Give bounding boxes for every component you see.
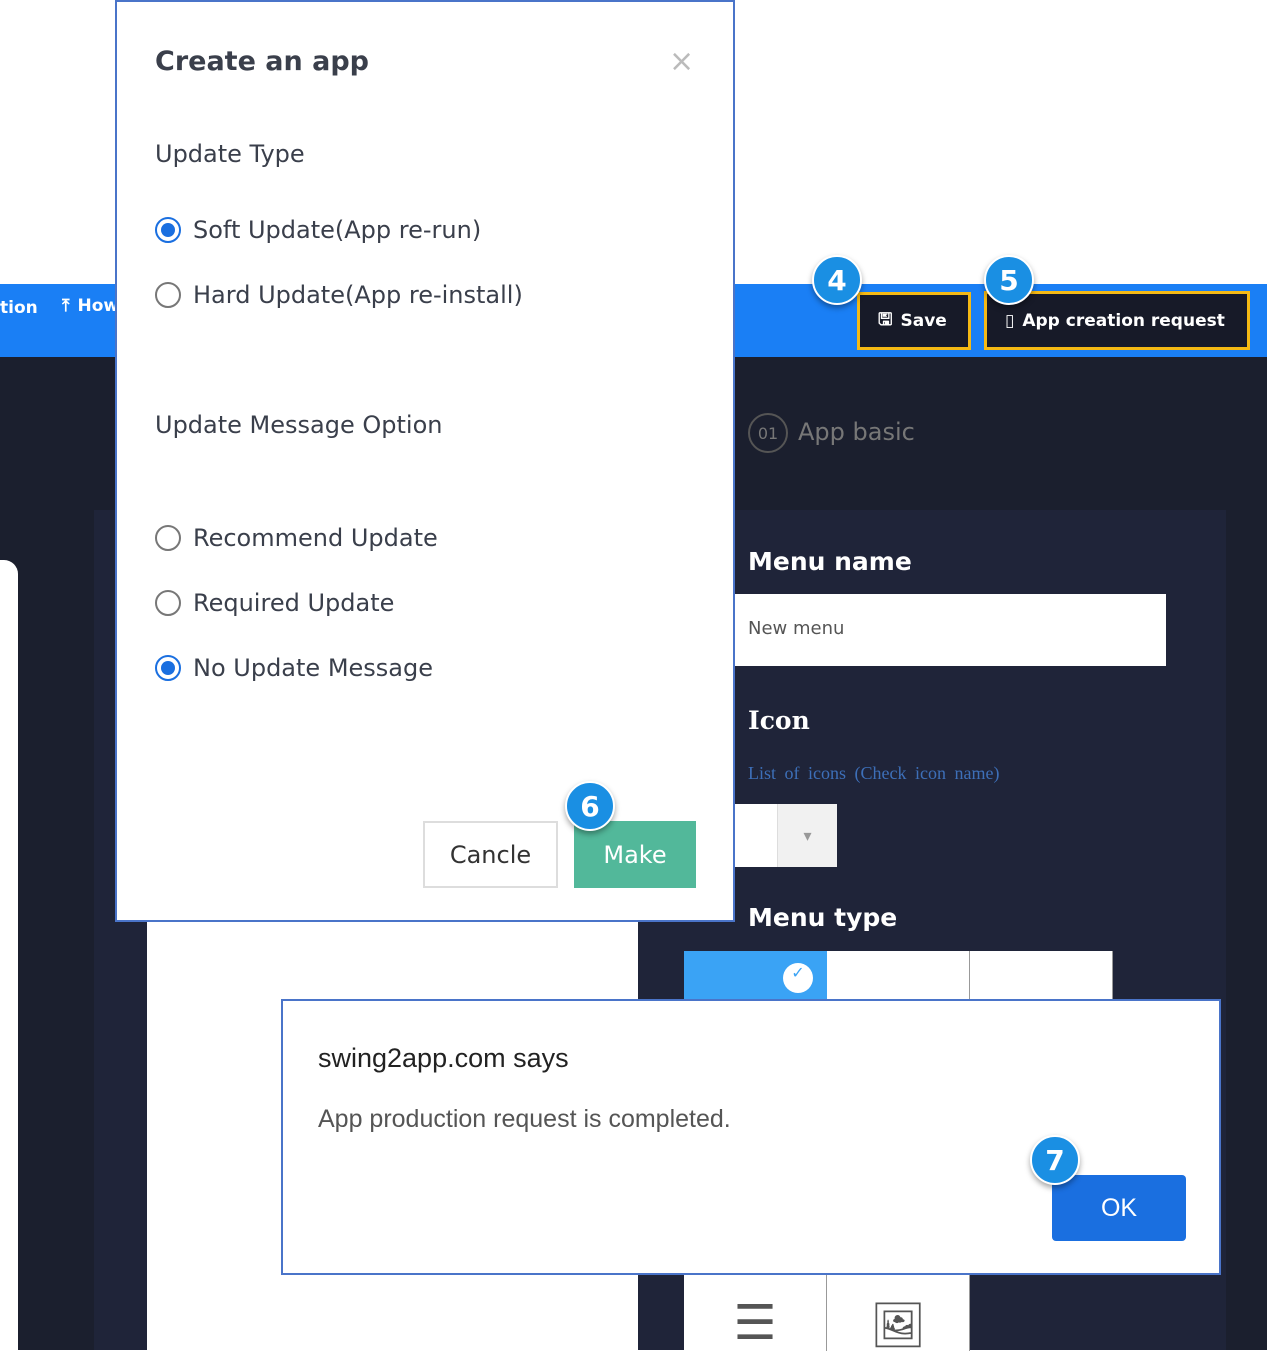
how-to-update-button[interactable]: ⤒ How to update (62, 296, 116, 316)
icon-list-link[interactable]: List of icons (Check icon name) (748, 763, 1000, 783)
alert-message: App production request is completed. (318, 1105, 731, 1133)
alert-title: swing2app.com says (318, 1043, 569, 1073)
radio-no-update-message[interactable]: No Update Message (155, 654, 433, 682)
step-badge-7: 7 (1030, 1135, 1080, 1185)
create-app-modal: Create an app × Update Type Soft Update(… (115, 0, 735, 922)
radio-required-update[interactable]: Required Update (155, 589, 394, 617)
browser-alert-dialog: swing2app.com says App production reques… (281, 999, 1221, 1275)
step-badge-5: 5 (984, 255, 1034, 305)
radio-icon (155, 525, 181, 551)
update-type-label: Update Type (155, 140, 305, 168)
radio-icon (155, 590, 181, 616)
floppy-disk-icon: 🖫 (878, 309, 893, 330)
make-button[interactable]: Make (574, 821, 696, 888)
step-number: 01 (748, 413, 788, 453)
phone-preview-edge (0, 560, 18, 1350)
ok-button[interactable]: OK (1052, 1175, 1186, 1241)
toolbar-partial-label[interactable]: tion (0, 298, 38, 318)
cancel-button[interactable]: Cancle (423, 821, 558, 888)
upload-icon: ⤒ (62, 296, 70, 316)
radio-soft-update[interactable]: Soft Update(App re-run) (155, 216, 481, 244)
close-icon[interactable]: × (669, 44, 695, 79)
mobile-add-icon: ▯ (1005, 310, 1015, 331)
step-label[interactable]: App basic (798, 418, 915, 446)
step-badge-4: 4 (812, 255, 862, 305)
radio-icon (155, 217, 181, 243)
menu-name-heading: Menu name (748, 547, 912, 576)
save-button[interactable]: 🖫 Save (857, 292, 971, 350)
radio-icon (155, 655, 181, 681)
radio-recommend-update[interactable]: Recommend Update (155, 524, 438, 552)
list-icon: ☰ (733, 1295, 777, 1351)
modal-title: Create an app (155, 46, 369, 77)
image-icon: 🖼 (870, 1300, 926, 1351)
message-option-label: Update Message Option (155, 411, 443, 439)
menu-name-input[interactable]: New menu (700, 594, 1166, 666)
menu-type-heading: Menu type (748, 903, 898, 932)
chevron-down-icon: ▾ (777, 804, 837, 867)
radio-icon (155, 282, 181, 308)
icon-heading: Icon (748, 706, 810, 735)
radio-hard-update[interactable]: Hard Update(App re-install) (155, 281, 523, 309)
check-icon: ✓ (783, 963, 813, 993)
app-creation-request-button[interactable]: ▯ App creation request (984, 291, 1250, 350)
step-badge-6: 6 (565, 781, 615, 831)
